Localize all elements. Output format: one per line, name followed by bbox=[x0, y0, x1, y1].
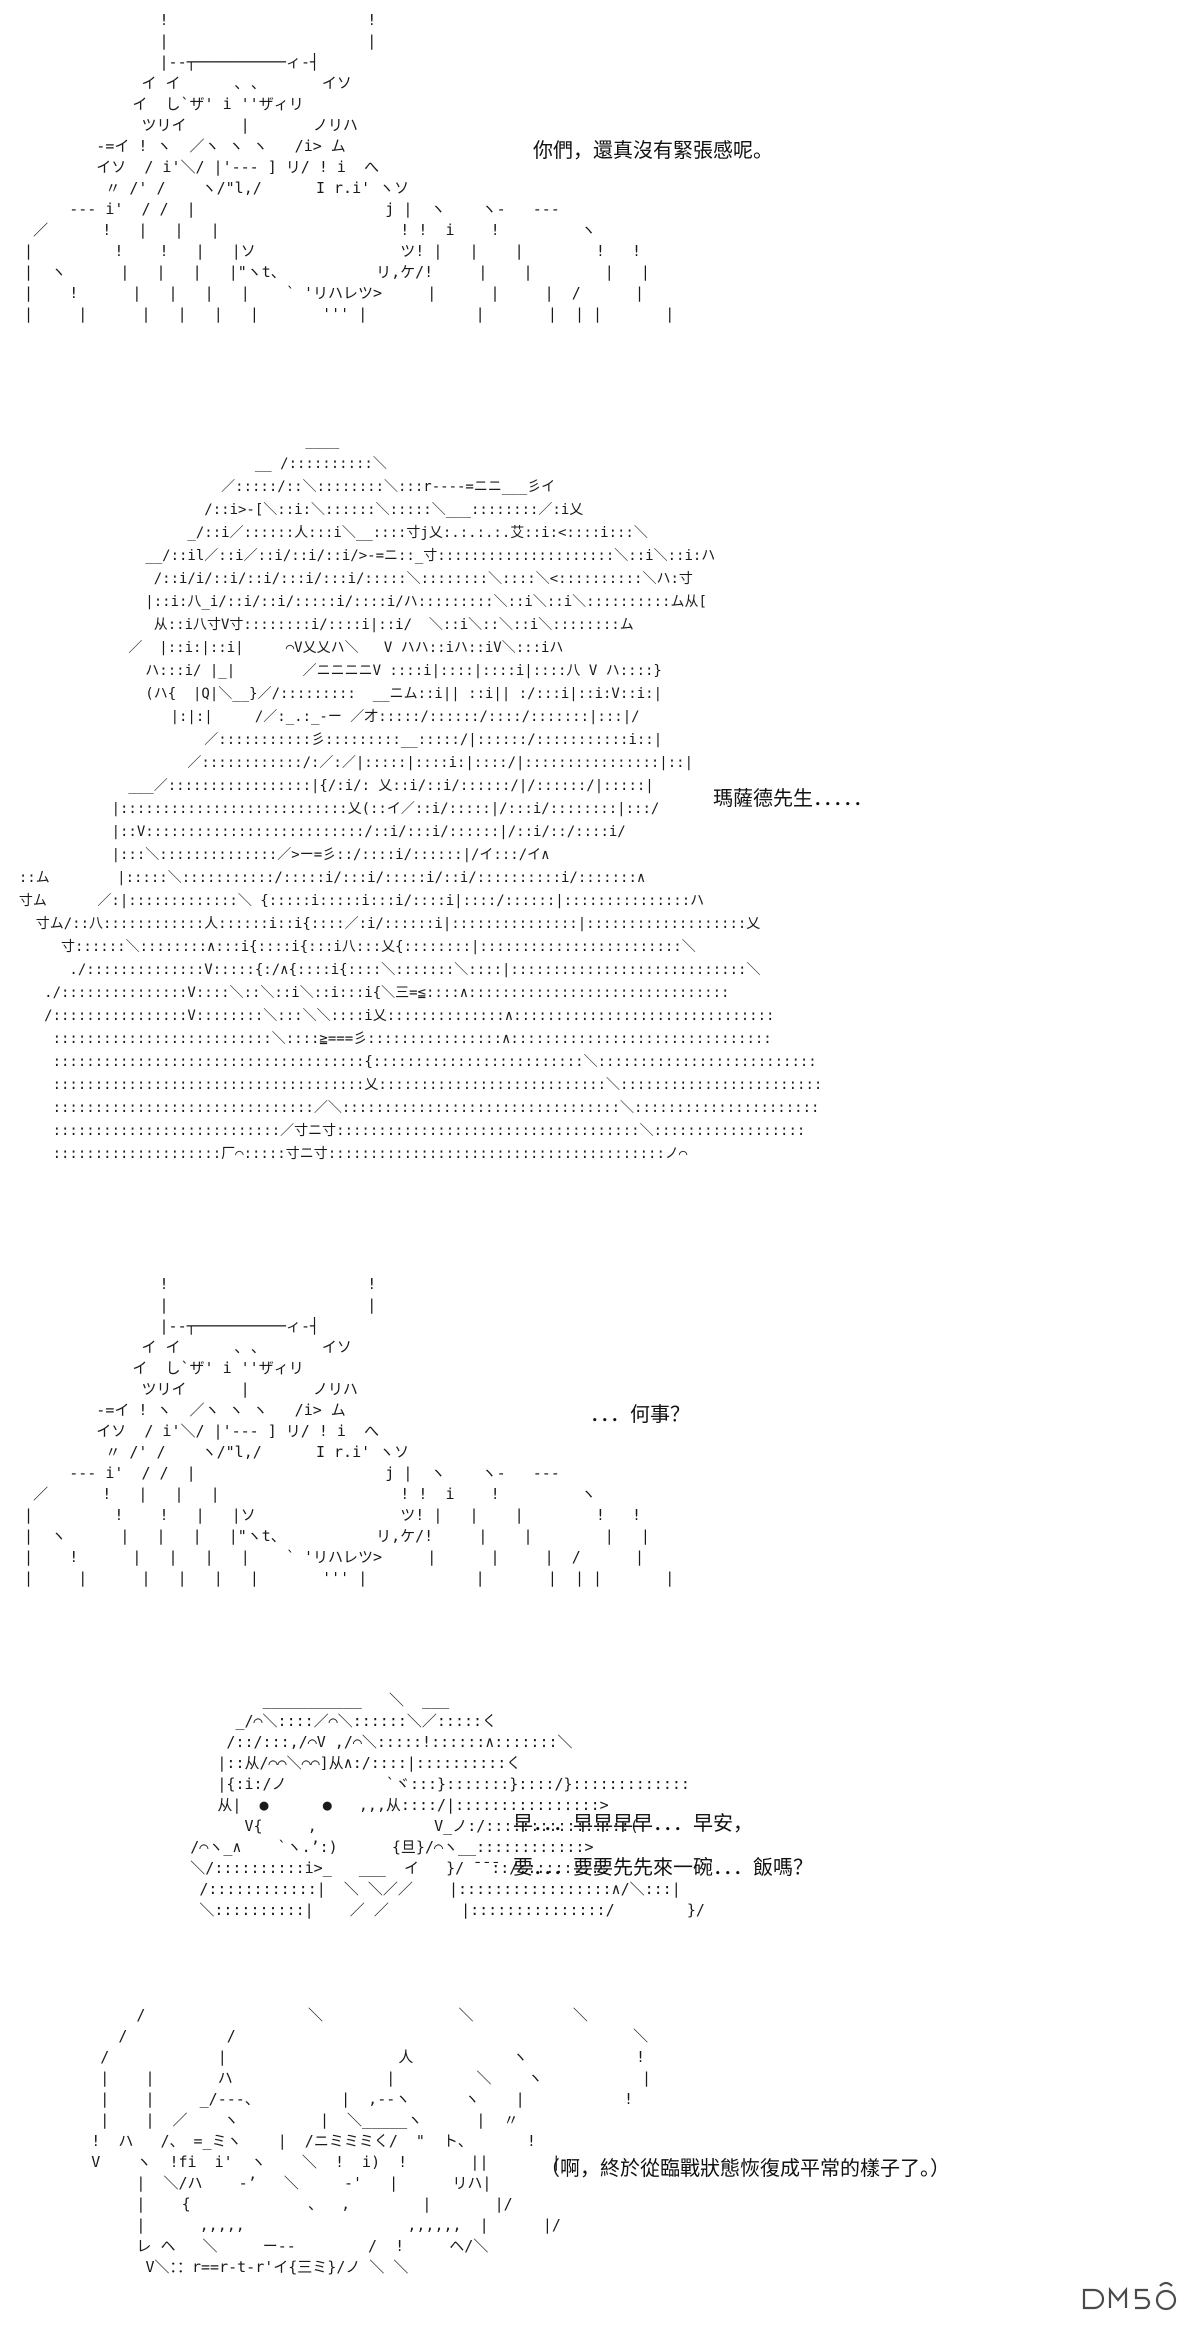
ascii-art-character-1: ! ! | | |--┬──────────ィ-┤ イ イ ､ ､ イソ イ し… bbox=[24, 11, 675, 323]
dm5-watermark-logo bbox=[1082, 2281, 1177, 2311]
panel-5: / ＼ ＼ ＼ / / ＼ / | 人 ヽ ! bbox=[0, 2000, 1200, 2326]
panel-1: ! ! | | |--┬──────────ィ-┤ イ イ ､ ､ イソ イ し… bbox=[0, 0, 1200, 420]
dialogue-line: 你們，還真沒有緊張感呢。 bbox=[533, 138, 773, 162]
dialogue-line: 早．．．早早早早．．．早安， bbox=[513, 1811, 753, 1835]
panel-4: ___________ ＼ ___ _/⌒＼::::／⌒＼::::::＼／:::… bbox=[0, 1685, 1200, 1985]
dialogue-line: （啊，終於從臨戰狀態恢復成平常的樣子了。） bbox=[540, 2156, 950, 2180]
ascii-art-character-3: ___________ ＼ ___ _/⌒＼::::／⌒＼::::::＼／:::… bbox=[190, 1691, 705, 1919]
dialogue-line: 要．．．要要先先來一碗．．．飯嗎？ bbox=[513, 1855, 813, 1879]
panel-2: ____ __ /::::::::::＼ ／:::::/::＼::::::::＼… bbox=[0, 430, 1200, 1250]
panel-3: ! ! | | |--┬──────────ィ-┤ イ イ ､ ､ イソ イ し… bbox=[0, 1268, 1200, 1668]
ascii-art-character-2: ____ __ /::::::::::＼ ／:::::/::＼::::::::＼… bbox=[18, 433, 823, 1162]
dialogue-line: 瑪薩德先生．．．．． bbox=[713, 786, 873, 810]
ascii-art-character-4: / ＼ ＼ ＼ / / ＼ / | 人 ヽ ! bbox=[91, 2006, 652, 2276]
dialogue-line: ．．．何事？ bbox=[590, 1402, 690, 1426]
ascii-art-character-1: ! ! | | |--┬──────────ィ-┤ イ イ ､ ､ イソ イ し… bbox=[24, 1275, 675, 1587]
